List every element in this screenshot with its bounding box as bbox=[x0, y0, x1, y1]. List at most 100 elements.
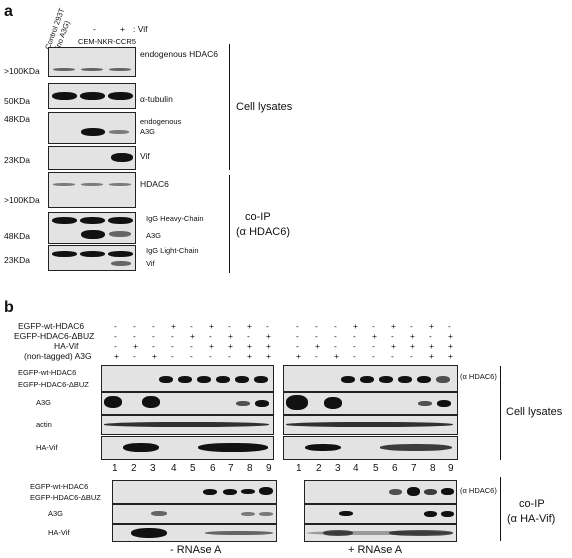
lane-number: 6 bbox=[392, 463, 398, 474]
coip-b-label-egfp-wt: EGFP-wt-HDAC6 bbox=[30, 482, 89, 491]
condition-label: HA-Vif bbox=[54, 341, 79, 351]
condition-sign: + bbox=[247, 351, 252, 361]
lane-number: 5 bbox=[373, 463, 379, 474]
condition-sign: + bbox=[429, 341, 434, 351]
group-coip-b-2: (α HA-Vif) bbox=[507, 513, 556, 525]
lane-number: 7 bbox=[411, 463, 417, 474]
lys-alpha-hdac6: (α HDAC6) bbox=[460, 372, 497, 381]
condition-sign: + bbox=[152, 351, 157, 361]
condition-sign: - bbox=[171, 341, 174, 351]
condition-sign: - bbox=[353, 341, 356, 351]
condition-sign: - bbox=[372, 351, 375, 361]
condition-sign: - bbox=[410, 321, 413, 331]
condition-label: EGFP-HDAC6-ΔBUZ bbox=[14, 331, 95, 341]
blot-coip-heavy-a3g bbox=[48, 212, 136, 244]
condition-sign: - bbox=[133, 351, 136, 361]
blot-endogenous-a3g bbox=[48, 112, 136, 144]
condition-sign: + bbox=[429, 321, 434, 331]
lane-number: 3 bbox=[150, 463, 156, 474]
group-coip-a-2: (α HDAC6) bbox=[236, 226, 291, 238]
blot-b-coip-havif-left bbox=[112, 524, 277, 542]
row-label-hdac6: endogenous HDAC6 bbox=[140, 49, 218, 59]
condition-sign: + bbox=[190, 331, 195, 341]
condition-sign: + bbox=[266, 341, 271, 351]
blot-alpha-tubulin bbox=[48, 83, 136, 109]
coip-b-label-a3g: A3G bbox=[48, 509, 64, 518]
blot-endogenous-hdac6 bbox=[48, 47, 136, 77]
condition-sign: - bbox=[315, 321, 318, 331]
lane-number: 4 bbox=[353, 463, 359, 474]
lane-number: 1 bbox=[112, 463, 118, 474]
condition-sign: - bbox=[410, 351, 413, 361]
coip-label-igg-heavy: IgG Heavy-Chain bbox=[146, 214, 204, 223]
condition-sign: - bbox=[228, 351, 231, 361]
condition-sign: + bbox=[429, 351, 434, 361]
condition-sign: - bbox=[391, 331, 394, 341]
condition-sign: - bbox=[209, 331, 212, 341]
condition-sign: + bbox=[334, 351, 339, 361]
condition-sign: + bbox=[171, 321, 176, 331]
condition-label: EGFP-wt-HDAC6 bbox=[18, 321, 85, 331]
coip-label-vif: Vif bbox=[146, 259, 155, 268]
condition-sign: + bbox=[315, 341, 320, 351]
lane-number: 4 bbox=[171, 463, 177, 474]
blot-coip-light-vif bbox=[48, 245, 136, 271]
blot-b-coip-havif-right bbox=[304, 524, 457, 542]
condition-sign: + bbox=[114, 351, 119, 361]
lane-number: 2 bbox=[131, 463, 137, 474]
condition-sign: - bbox=[247, 331, 250, 341]
condition-sign: + bbox=[410, 331, 415, 341]
row-label-tubulin: α-tubulin bbox=[140, 94, 173, 104]
condition-sign: + bbox=[228, 331, 233, 341]
condition-sign: - bbox=[391, 351, 394, 361]
condition-sign: - bbox=[228, 321, 231, 331]
condition-sign: - bbox=[114, 331, 117, 341]
lysate-label-actin: actin bbox=[36, 420, 52, 429]
condition-sign: - bbox=[190, 341, 193, 351]
condition-sign: - bbox=[171, 331, 174, 341]
lane-number: 1 bbox=[296, 463, 302, 474]
lysate-label-a3g: A3G bbox=[36, 398, 52, 407]
blot-b-coip-hdac6-right bbox=[304, 480, 457, 504]
blot-b-coip-a3g-left bbox=[112, 504, 277, 524]
blot-b-lys-havif-right bbox=[283, 436, 458, 460]
blot-b-lys-actin-right bbox=[283, 415, 458, 435]
condition-sign: - bbox=[372, 341, 375, 351]
row-label-vif: Vif bbox=[140, 151, 150, 161]
condition-sign: + bbox=[296, 351, 301, 361]
coip-b-label-ha-vif: HA-Vif bbox=[48, 528, 70, 537]
blot-b-lys-a3g-left bbox=[101, 392, 274, 415]
lane-number: 6 bbox=[210, 463, 216, 474]
condition-sign: + bbox=[410, 341, 415, 351]
lane-number: 7 bbox=[228, 463, 234, 474]
lane-number: 9 bbox=[266, 463, 272, 474]
condition-sign: + bbox=[391, 321, 396, 331]
blot-b-lys-a3g-right bbox=[283, 392, 458, 415]
condition-sign: - bbox=[448, 321, 451, 331]
condition-sign: - bbox=[152, 321, 155, 331]
condition-sign: + bbox=[372, 331, 377, 341]
blot-b-coip-a3g-right bbox=[304, 504, 457, 524]
col-plus-label: + bbox=[120, 24, 125, 34]
condition-sign: - bbox=[315, 351, 318, 361]
coip-marker-48kda: 48KDa bbox=[4, 231, 30, 241]
condition-sign: - bbox=[190, 351, 193, 361]
condition-sign: - bbox=[133, 331, 136, 341]
coip-label-igg-light: IgG Light-Chain bbox=[146, 246, 199, 255]
condition-sign: - bbox=[334, 321, 337, 331]
marker-100kda: >100KDa bbox=[4, 66, 40, 76]
condition-sign: + bbox=[448, 331, 453, 341]
bracket-cell-lysates-a bbox=[229, 44, 231, 170]
marker-50kda: 50KDa bbox=[4, 96, 30, 106]
panel-a-letter: a bbox=[4, 3, 13, 20]
condition-sign: - bbox=[114, 341, 117, 351]
condition-sign: - bbox=[353, 351, 356, 361]
condition-sign: + bbox=[247, 321, 252, 331]
blot-vif bbox=[48, 146, 136, 170]
condition-sign: - bbox=[315, 331, 318, 341]
condition-sign: - bbox=[266, 321, 269, 331]
lane-number: 8 bbox=[430, 463, 436, 474]
condition-sign: + bbox=[247, 341, 252, 351]
label-plus-rnase: + RNAse A bbox=[348, 544, 403, 556]
condition-sign: - bbox=[152, 331, 155, 341]
